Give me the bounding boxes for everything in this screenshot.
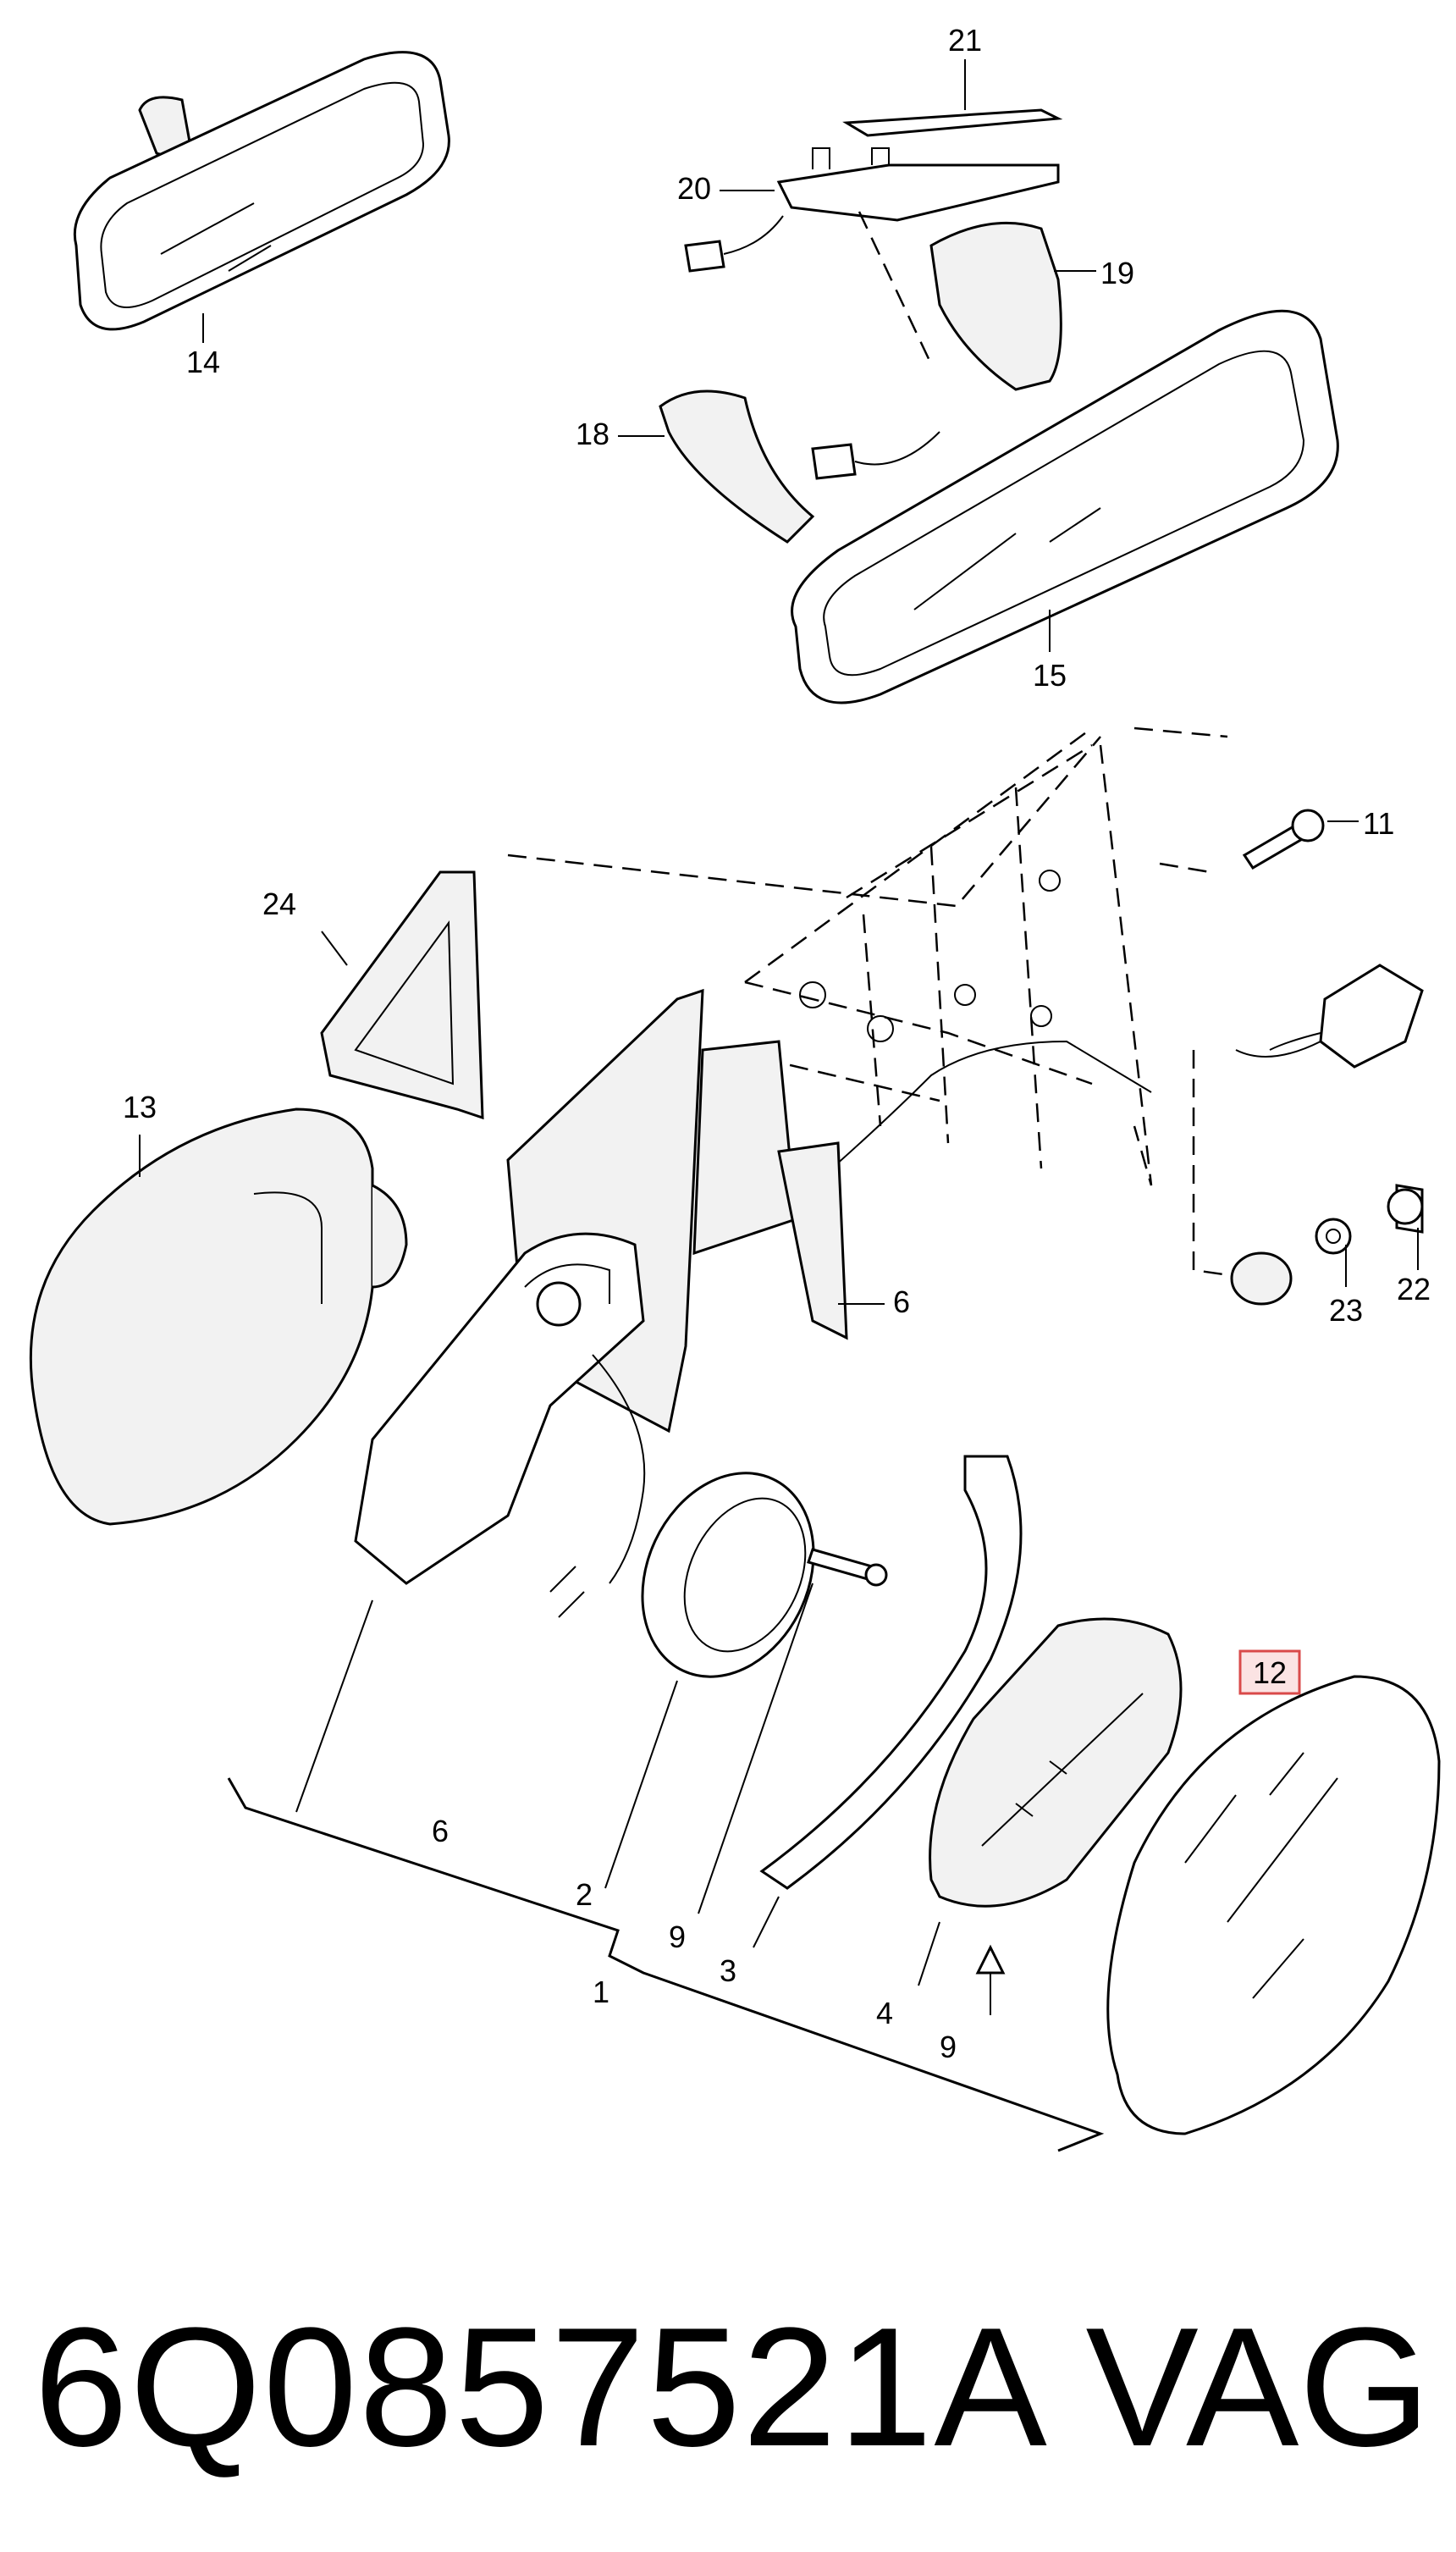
callout-20: 20 [677, 171, 711, 206]
part-15-interior-mirror [791, 211, 1339, 704]
part-11-screw [1242, 809, 1359, 870]
door-frame-outline [507, 726, 1228, 1186]
part-22-bolt [1387, 1184, 1424, 1270]
part-4-housing-inner [929, 1617, 1183, 2015]
part-6-frame [354, 1232, 646, 1585]
exploded-parts-diagram: 21 20 19 18 14 15 11 24 13 6 22 23 6 2 9… [29, 23, 1441, 2152]
callout-12-highlight [1238, 1649, 1301, 1695]
callout-labels: 21 20 19 18 14 15 11 24 13 6 22 23 6 2 9… [123, 23, 1431, 2064]
callout-2: 2 [576, 1877, 593, 1912]
brand-name: VAG [1085, 2293, 1431, 2482]
callout-13: 13 [123, 1090, 157, 1124]
part-14-interior-mirror [73, 51, 450, 343]
callout-14: 14 [186, 345, 220, 379]
callout-21: 21 [948, 23, 982, 58]
callout-15: 15 [1033, 658, 1067, 693]
callout-6-top: 6 [893, 1284, 910, 1319]
callout-19: 19 [1100, 256, 1134, 290]
part-9-screw [807, 1548, 888, 1587]
part-20-mounting-bracket [684, 147, 1060, 273]
part-number: 6Q0857521A [34, 2293, 1049, 2482]
callout-9-left: 9 [669, 1920, 686, 1954]
callout-22: 22 [1397, 1272, 1431, 1306]
callout-3: 3 [720, 1953, 736, 1988]
callout-12: 12 [1253, 1655, 1287, 1690]
assembly-bracket [227, 1583, 1105, 2152]
callout-18: 18 [576, 417, 609, 451]
callout-9-right: 9 [940, 2030, 957, 2064]
callout-24: 24 [262, 887, 296, 921]
part-3-gasket-strip [759, 1455, 1023, 1890]
callout-11: 11 [1363, 806, 1394, 841]
part-12-mirror-glass [1106, 1675, 1441, 2135]
caption: 6Q0857521A VAG [0, 2286, 1456, 2489]
part-21-cover-strip [842, 59, 1063, 137]
callout-4: 4 [876, 1996, 893, 2030]
part-19-cover [929, 221, 1096, 391]
callout-1: 1 [593, 1975, 609, 2009]
part-13-housing-cap [29, 1108, 408, 1526]
callout-23: 23 [1329, 1293, 1363, 1328]
callout-6-bottom: 6 [432, 1814, 449, 1848]
part-18-cover [618, 389, 940, 544]
part-23-nut [1230, 1218, 1352, 1306]
part-24-triangle-trim [320, 870, 484, 1120]
part-2-adjustment-unit [549, 1472, 815, 1678]
